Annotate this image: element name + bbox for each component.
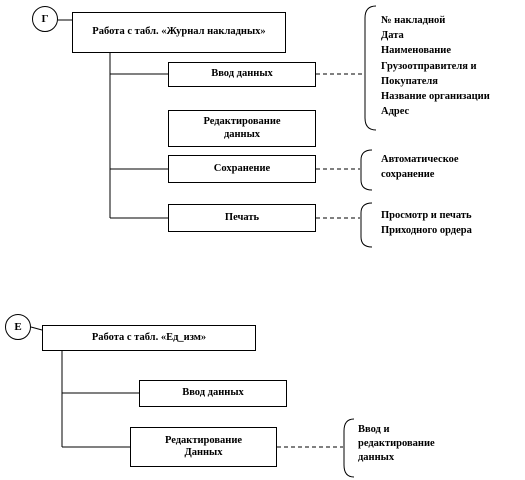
diagram-g-connectors xyxy=(58,5,377,248)
g-note-input-line: Покупателя xyxy=(381,75,438,87)
diagram-g-title-box: Работа с табл. «Журнал накладных» xyxy=(72,12,286,53)
diagram-g-label: Г xyxy=(32,6,58,32)
g-note-save-line: сохранение xyxy=(381,169,435,181)
g-note-input-line: Дата xyxy=(381,30,404,42)
g-note-save: Автоматическое сохранение xyxy=(381,152,459,182)
g-node-edit: Редактирование данных xyxy=(168,110,316,147)
g-node-save: Сохранение xyxy=(168,155,316,183)
g-note-input-line: Наименование xyxy=(381,45,451,57)
g-note-input-line: № накладной xyxy=(381,15,446,26)
diagram-e-title-box: Работа с табл. «Ед_изм» xyxy=(42,325,256,351)
e-label-link xyxy=(30,326,43,331)
g-note-input-line: Название организации xyxy=(381,91,490,103)
g-note-print: Просмотр и печать Приходного ордера xyxy=(381,208,472,238)
g-node-input: Ввод данных xyxy=(168,62,316,87)
g-brace-input xyxy=(364,5,377,131)
e-brace-edit xyxy=(343,418,355,478)
e-note-edit: Ввод и редактирование данных xyxy=(358,423,435,466)
g-note-print-line: Приходного ордера xyxy=(381,225,472,237)
diagram-e-label: Е xyxy=(5,314,31,340)
g-note-input-line: Грузоотправителя и xyxy=(381,60,477,72)
g-brace-print xyxy=(360,202,373,248)
g-note-input-line: Адрес xyxy=(381,106,410,118)
e-node-edit: Редактирование Данных xyxy=(130,427,277,467)
g-node-print: Печать xyxy=(168,204,316,232)
e-note-edit-line: Ввод и xyxy=(358,424,390,435)
e-note-edit-line: редактирование xyxy=(358,438,435,450)
g-note-print-line: Просмотр и печать xyxy=(381,210,472,221)
g-note-input: № накладной Дата Наименование Грузоотпра… xyxy=(381,13,490,120)
e-note-edit-line: данных xyxy=(358,452,395,464)
e-node-input: Ввод данных xyxy=(139,380,287,407)
diagram-e-connectors xyxy=(30,326,355,478)
g-note-save-line: Автоматическое xyxy=(381,154,459,165)
g-brace-save xyxy=(360,149,373,191)
